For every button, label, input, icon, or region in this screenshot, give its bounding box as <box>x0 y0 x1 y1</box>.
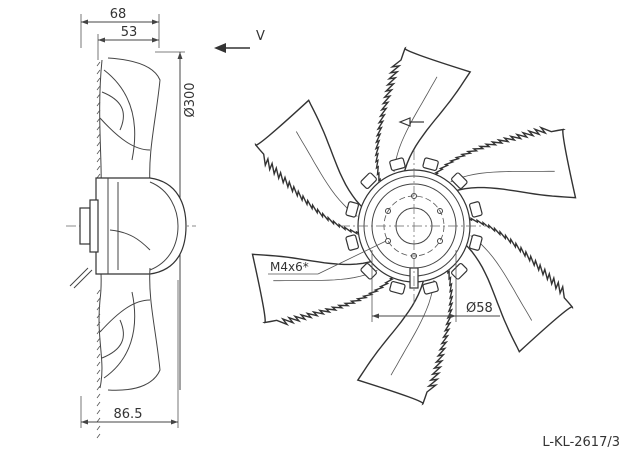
blade-curve <box>99 117 151 151</box>
hub-tab <box>345 234 359 251</box>
blade-curve <box>103 69 136 161</box>
blade-rib <box>390 279 435 376</box>
hub-tab <box>345 201 359 218</box>
arrowhead <box>81 419 88 425</box>
blade-bottom-outline <box>107 267 161 391</box>
blade-curve <box>101 319 124 359</box>
arrowhead <box>81 19 88 25</box>
arrowhead <box>171 419 178 425</box>
hub-tab <box>469 234 483 251</box>
hub-tabs <box>345 157 483 295</box>
motor-housing <box>95 177 187 275</box>
hub-tab <box>422 157 439 171</box>
fan-blade <box>374 46 472 188</box>
rotation-arrow-icon <box>398 117 411 127</box>
dim-bottom-depth: 86.5 <box>114 407 143 422</box>
housing-inner <box>149 181 179 271</box>
blade-rib <box>273 269 378 282</box>
airflow-arrow-icon <box>214 43 226 53</box>
blade-curve <box>99 299 151 333</box>
blade-curve <box>101 91 124 131</box>
blade-rib <box>470 235 533 321</box>
hub-diameter-label: Ø58 <box>466 301 493 316</box>
hub-tab <box>451 172 468 189</box>
arrowhead <box>152 19 159 25</box>
blade-curve <box>103 291 136 379</box>
shaft-stub <box>79 207 91 245</box>
airflow-indicator: V <box>214 29 265 53</box>
dim-diameter: Ø300 <box>183 82 198 117</box>
leader-line <box>317 240 387 275</box>
fan-blade <box>356 264 454 406</box>
arrowhead <box>152 37 159 43</box>
front-view: M4x6* Ø58 <box>251 46 577 406</box>
drawing-number: L-KL-2617/3 <box>542 435 620 450</box>
blade-rib <box>450 170 555 183</box>
blades <box>251 46 577 406</box>
arrowhead <box>177 52 183 59</box>
mount-hole <box>385 208 391 214</box>
mount-hole <box>437 208 443 214</box>
hub-tab <box>360 172 377 189</box>
fan-blade <box>254 99 366 237</box>
fan-blade <box>251 253 398 327</box>
arrowhead <box>98 37 105 43</box>
airflow-label: V <box>256 29 265 44</box>
serration-bottom <box>96 289 101 439</box>
arrowhead <box>449 313 456 319</box>
hub-tab <box>469 201 483 218</box>
cable <box>69 267 93 289</box>
dim-blade-depth: 53 <box>121 25 138 40</box>
blade-top-outline <box>107 57 161 186</box>
hub-tab <box>389 157 406 171</box>
hub-tab <box>422 281 439 295</box>
fan-blade <box>430 125 577 199</box>
blade-rib <box>295 131 358 217</box>
side-view: 68 53 Ø300 <box>66 7 198 439</box>
arrowhead <box>372 313 379 319</box>
mounting-flange <box>89 199 99 253</box>
mount-hole <box>437 238 443 244</box>
hub-tab <box>389 281 406 295</box>
serration-top <box>96 61 101 179</box>
mount-thread-label: M4x6* <box>270 260 309 274</box>
blade-curve <box>109 229 151 251</box>
fan-blade <box>462 215 574 353</box>
dim-overall-depth: 68 <box>110 7 127 22</box>
